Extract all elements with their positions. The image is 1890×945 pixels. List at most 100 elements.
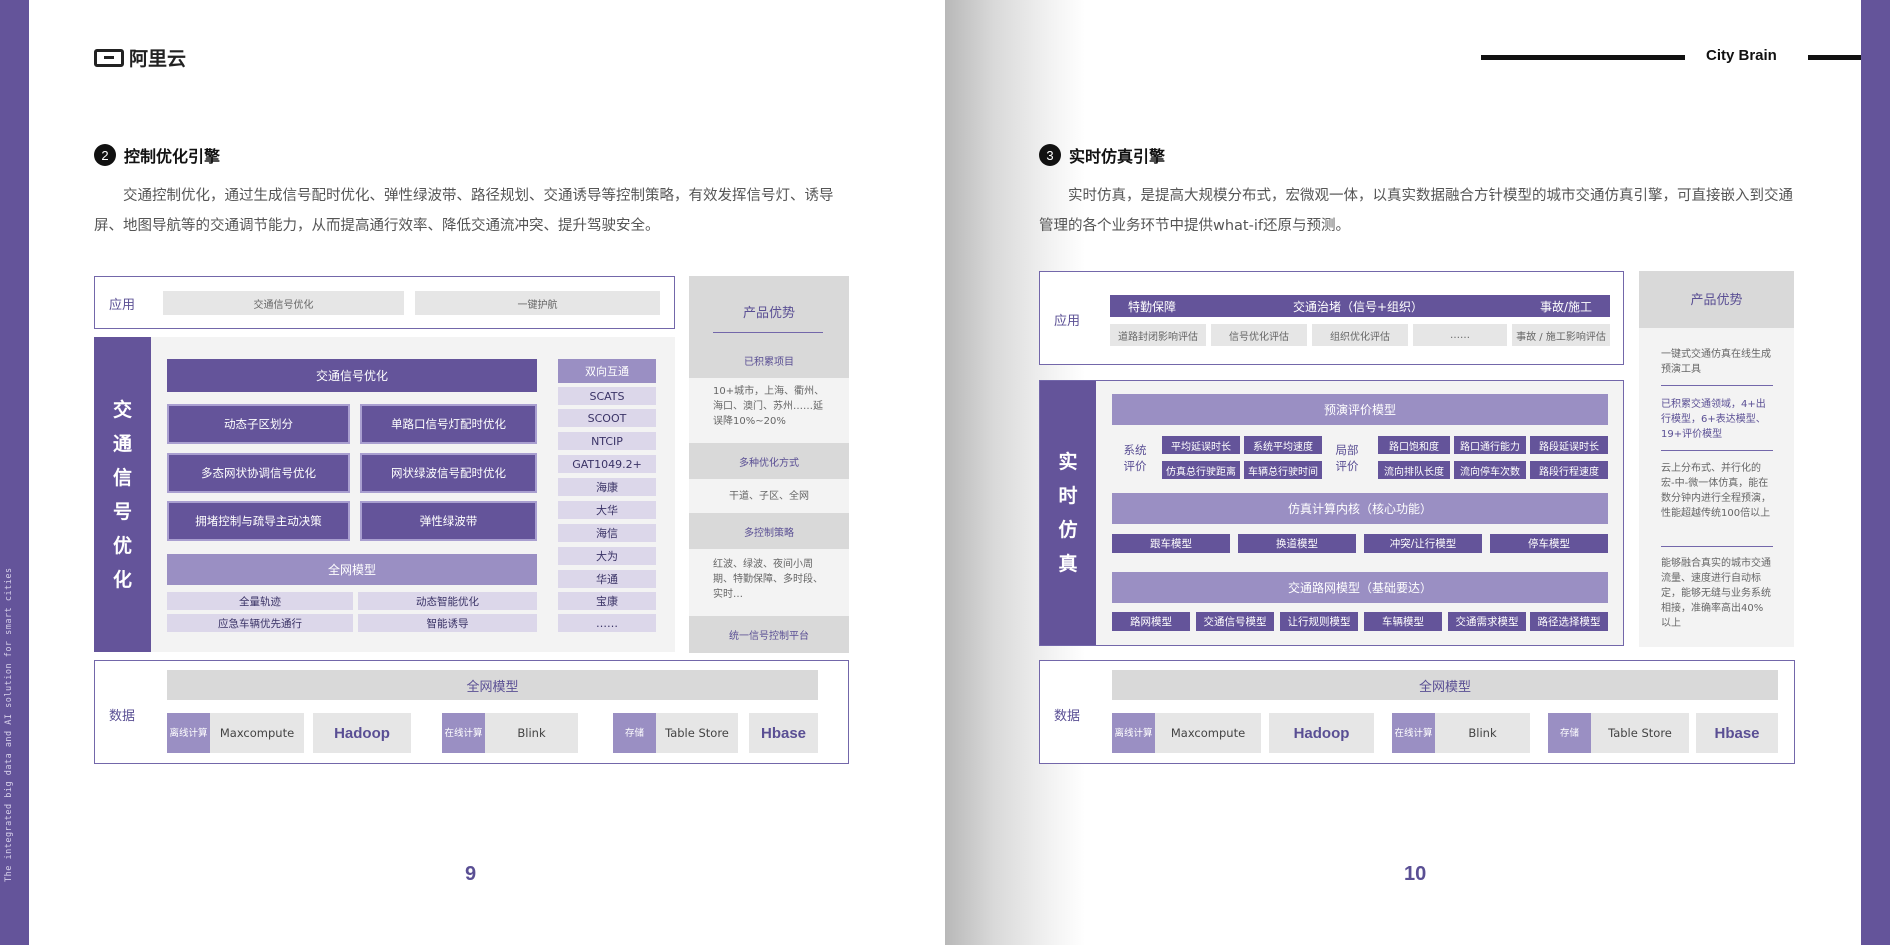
vertical-char: 真 (1058, 553, 1078, 575)
signal-header: 交通信号优化 (167, 359, 537, 392)
control-engine-block: 交 通 信 号 优 化 交通信号优化 动态子区划分 单路口信号灯配时优化 多态网… (94, 337, 675, 652)
panel-bar: 统一信号控制平台 (689, 616, 849, 653)
header-rule-left (1481, 55, 1685, 60)
app-item: 道路封闭影响评估 (1110, 324, 1206, 346)
blink-box: Blink (1435, 713, 1530, 753)
interop-item: GAT1049.2+ (558, 455, 656, 473)
vertical-char: 仿 (1058, 519, 1078, 541)
network-model-header: 全网模型 (167, 554, 537, 585)
simulation-engine-block: 实 时 仿 真 预演评价模型 系统评价 平均延误时长 系统平均速度 仿真总行驶距… (1039, 380, 1624, 646)
interop-item: 宝康 (558, 592, 656, 610)
road-item: 路网模型 (1112, 612, 1190, 631)
app-item: 一键护航 (415, 291, 660, 315)
road-item: 交通信号模型 (1196, 612, 1274, 631)
aliyun-logo-icon (94, 48, 124, 67)
logo-text: 阿里云 (129, 48, 187, 70)
kernel-item: 跟车模型 (1112, 534, 1230, 553)
app-header-item: 特勤保障 (1128, 299, 1177, 314)
interop-item: 华通 (558, 570, 656, 588)
panel-text: 10+城市，上海、衢州、海口、澳门、苏州……延误降10%~20% (713, 386, 825, 427)
product-advantage-panel: 产品优势 一键式交通仿真在线生成预演工具 已积累交通领域，4+出行模型，6+表达… (1639, 271, 1794, 647)
blink-box: Blink (485, 713, 578, 753)
interop-item: SCATS (558, 387, 656, 405)
app-label: 应用 (1054, 314, 1081, 329)
eval-item: 路段行程速度 (1530, 461, 1608, 479)
network-model-bar: 全网模型 (1112, 670, 1778, 700)
panel-bar: 已积累项目 (689, 342, 849, 378)
app-header-item: 交通治堵（信号+组织） (1292, 299, 1424, 314)
road-network-header: 交通路网模型（基础要达） (1112, 572, 1608, 603)
aliyun-logo: 阿里云 (94, 44, 186, 71)
interop-item: 海信 (558, 524, 656, 542)
section-number: 2 (94, 144, 116, 166)
interop-item: NTCIP (558, 432, 656, 450)
panel-text: 红波、绿波、夜间小周期、特勤保障、多时段、实时… (713, 559, 823, 600)
hbase-box: Hbase (1696, 713, 1778, 753)
panel-text: 能够融合真实的城市交通流量、速度进行自动标定，能够无缝与业务系统相接，准确率高出… (1661, 558, 1771, 629)
storage-tag: 存储 (1548, 713, 1591, 753)
eval-item: 流向停车次数 (1454, 461, 1526, 479)
interop-item: 大为 (558, 547, 656, 565)
online-compute-tag: 在线计算 (1392, 713, 1435, 753)
vertical-char: 实 (1058, 451, 1078, 473)
interop-item: …… (558, 614, 656, 632)
data-layer: 数据 全网模型 离线计算 Maxcompute Hadoop 在线计算 Blin… (94, 660, 849, 764)
offline-compute-tag: 离线计算 (167, 713, 210, 753)
kernel-item: 换道模型 (1238, 534, 1356, 553)
data-label: 数据 (109, 709, 136, 724)
app-layer: 应用 交通信号优化 一键护航 (94, 276, 675, 329)
vertical-char: 时 (1058, 485, 1078, 507)
data-layer: 数据 全网模型 离线计算 Maxcompute Hadoop 在线计算 Blin… (1039, 660, 1795, 764)
app-item: 信号优化评估 (1211, 324, 1307, 346)
section-heading-2: 2 控制优化引擎 (94, 143, 220, 167)
eval-item: 路口通行能力 (1454, 436, 1526, 454)
page-number-left: 9 (465, 863, 477, 885)
section-heading-3: 3 实时仿真引擎 (1039, 143, 1165, 167)
eval-item: 仿真总行驶距离 (1162, 461, 1240, 479)
signal-button: 弹性绿波带 (360, 501, 537, 541)
eval-item: 系统平均速度 (1244, 436, 1322, 454)
offline-compute-tag: 离线计算 (1112, 713, 1155, 753)
vertical-char: 号 (112, 500, 132, 523)
maxcompute-box: Maxcompute (1155, 713, 1261, 753)
section-paragraph: 交通控制优化，通过生成信号配时优化、弹性绿波带、路径规划、交通诱导等控制策略，有… (94, 188, 834, 234)
road-item: 让行规则模型 (1280, 612, 1358, 631)
panel-bar: 多种优化方式 (689, 443, 849, 479)
interop-item: SCOOT (558, 409, 656, 427)
road-item: 交通需求模型 (1448, 612, 1526, 631)
app-header-bar: 特勤保障 交通治堵（信号+组织） 事故/施工 (1110, 295, 1610, 317)
header-rule-right (1808, 55, 1861, 60)
vertical-char: 化 (112, 568, 132, 591)
panel-header (1639, 271, 1794, 328)
product-advantage-panel: 产品优势 已积累项目 10+城市，上海、衢州、海口、澳门、苏州……延误降10%~… (689, 276, 849, 653)
interop-item: 大华 (558, 501, 656, 519)
vertical-char: 通 (112, 432, 132, 455)
app-item: 交通信号优化 (163, 291, 404, 315)
app-label: 应用 (109, 298, 136, 313)
header-title: City Brain (1706, 47, 1777, 64)
engine-vertical-title: 实 时 仿 真 (1040, 381, 1096, 645)
maxcompute-box: Maxcompute (210, 713, 304, 753)
hadoop-box: Hadoop (1269, 713, 1374, 753)
signal-button: 拥堵控制与疏导主动决策 (167, 501, 350, 541)
kernel-header: 仿真计算内核（核心功能） (1112, 493, 1608, 524)
eval-item: 路段延误时长 (1530, 436, 1608, 454)
page-number-right: 10 (1404, 863, 1427, 885)
signal-button: 单路口信号灯配时优化 (360, 404, 537, 444)
sidebar-vertical-text: The integrated big data and AI solution … (4, 567, 14, 882)
eval-item: 流向排队长度 (1378, 461, 1450, 479)
eval-header: 预演评价模型 (1112, 394, 1608, 425)
panel-text: 云上分布式、并行化的宏-中-微一体仿真，能在数分钟内进行全程预演，性能超越传统1… (1661, 463, 1771, 519)
interop-item: 海康 (558, 478, 656, 496)
signal-button: 动态子区划分 (167, 404, 350, 444)
vertical-char: 交 (112, 398, 132, 421)
network-item: 应急车辆优先通行 (167, 614, 353, 632)
vertical-char: 信 (112, 466, 132, 489)
signal-button: 网状绿波信号配时优化 (360, 453, 537, 493)
app-item: 组织优化评估 (1312, 324, 1408, 346)
kernel-item: 停车模型 (1490, 534, 1608, 553)
tablestore-box: Table Store (1591, 713, 1689, 753)
section-title: 控制优化引擎 (124, 147, 221, 166)
engine-vertical-title: 交 通 信 号 优 化 (94, 337, 151, 652)
network-item: 全量轨迹 (167, 592, 353, 610)
